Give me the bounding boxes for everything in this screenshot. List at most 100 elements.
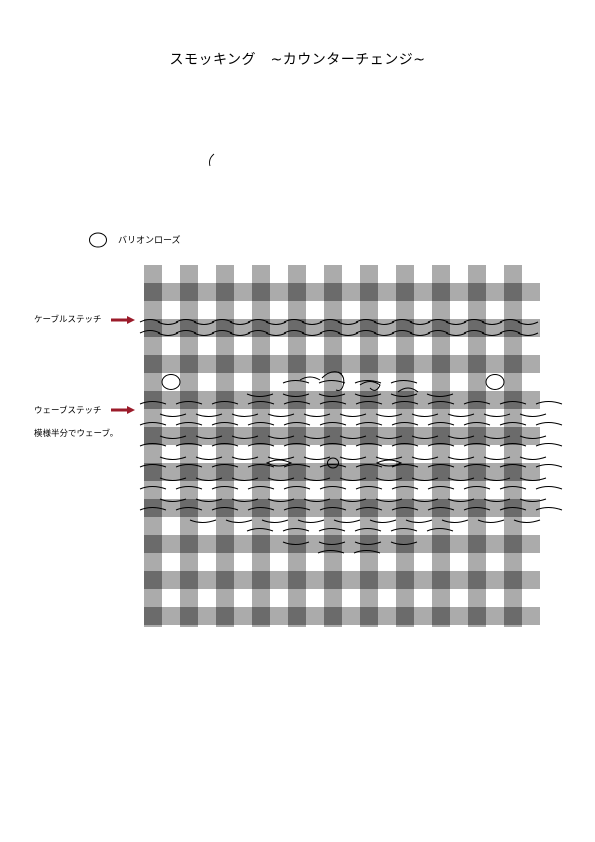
stripe-intersection xyxy=(216,283,234,301)
wave-stitch xyxy=(247,443,275,447)
stripe-intersection xyxy=(144,391,162,409)
wave-stitch xyxy=(390,541,418,545)
wave-stitch xyxy=(139,464,167,468)
bullion-rose-left xyxy=(161,374,181,390)
cable-stitch xyxy=(499,319,521,323)
cable-stitch xyxy=(517,321,539,325)
wave-stitch xyxy=(211,422,239,426)
stripe-intersection xyxy=(324,355,342,373)
wave-stitch xyxy=(519,413,547,417)
wave-stitch xyxy=(426,393,454,397)
stripe-intersection xyxy=(360,355,378,373)
stripe-intersection xyxy=(288,427,306,445)
wave-stitch xyxy=(231,435,259,439)
cable-stitch xyxy=(499,330,521,334)
legend-bullion-rose-icon xyxy=(89,232,107,248)
stripe-intersection xyxy=(504,463,522,481)
cable-stitch xyxy=(247,319,269,323)
wave-stitch xyxy=(318,528,346,532)
stripe-intersection xyxy=(360,283,378,301)
wave-stitch xyxy=(319,486,347,490)
wave-stitch xyxy=(535,443,563,447)
wave-stitch xyxy=(211,486,239,490)
wave-stitch xyxy=(339,477,367,481)
stripe-intersection xyxy=(324,283,342,301)
wave-stitch xyxy=(246,528,274,532)
wave-stitch xyxy=(535,486,563,490)
wave-stitch xyxy=(319,443,347,447)
cable-stitch xyxy=(409,321,431,325)
wave-stitch xyxy=(282,393,310,397)
cable-stitch xyxy=(337,332,359,336)
wave-stitch xyxy=(195,456,223,460)
cable-stitch xyxy=(373,321,395,325)
stripe-intersection xyxy=(252,463,270,481)
wave-stitch xyxy=(391,486,419,490)
wave-stitch xyxy=(283,422,311,426)
cable-stitch xyxy=(463,319,485,323)
wave-stitch xyxy=(139,401,167,405)
wave-stitch xyxy=(303,413,331,417)
wave-stitch xyxy=(175,401,203,405)
wave-stitch xyxy=(333,519,361,523)
wave-stitch xyxy=(303,456,331,460)
wave-stitch xyxy=(354,528,382,532)
wave-stitch xyxy=(303,435,331,439)
wave-stitch xyxy=(318,380,346,384)
stripe-intersection xyxy=(360,571,378,589)
stripe-intersection xyxy=(468,283,486,301)
stripe-intersection xyxy=(216,535,234,553)
stripe-intersection xyxy=(252,427,270,445)
stripe-intersection xyxy=(396,607,414,625)
stripe-intersection xyxy=(180,571,198,589)
wave-stitch xyxy=(447,456,475,460)
stripe-intersection xyxy=(504,607,522,625)
stripe-intersection xyxy=(180,391,198,409)
stripe-intersection xyxy=(396,391,414,409)
wave-stitch xyxy=(390,528,418,532)
wave-stitch xyxy=(355,486,383,490)
wave-stitch xyxy=(159,435,187,439)
cable-stitch xyxy=(481,321,503,325)
wave-stitch xyxy=(267,477,295,481)
wave-stitch xyxy=(463,443,491,447)
stripe-intersection xyxy=(396,571,414,589)
stripe-intersection xyxy=(396,355,414,373)
cable-stitch xyxy=(283,319,305,323)
wave-stitch xyxy=(303,477,331,481)
stripe-intersection xyxy=(432,391,450,409)
wave-stitch xyxy=(391,443,419,447)
cable-stitch xyxy=(319,319,341,323)
wave-stitch xyxy=(483,413,511,417)
cable-stitch xyxy=(157,321,179,325)
stripe-intersection xyxy=(324,427,342,445)
wave-stitch-note: 模様半分でウェーブ。 xyxy=(34,429,119,439)
stripe-intersection xyxy=(252,391,270,409)
stripe-intersection xyxy=(180,535,198,553)
wave-stitch xyxy=(195,435,223,439)
cable-stitch xyxy=(139,330,161,334)
cable-stitch-arrow xyxy=(111,316,135,324)
wave-stitch xyxy=(463,486,491,490)
stray-arc-mark xyxy=(209,153,215,167)
wave-stitch xyxy=(247,464,275,468)
wave-stitch xyxy=(375,477,403,481)
wave-stitch xyxy=(499,422,527,426)
wave-stitch xyxy=(513,519,541,523)
wave-stitch xyxy=(463,464,491,468)
wave-stitch xyxy=(375,498,403,502)
stripe-intersection xyxy=(468,607,486,625)
wave-stitch xyxy=(426,528,454,532)
wave-stitch xyxy=(411,435,439,439)
wave-stitch xyxy=(355,401,383,405)
wave-stitch xyxy=(355,507,383,511)
stripe-intersection xyxy=(468,535,486,553)
wave-stitch xyxy=(519,435,547,439)
wave-stitch xyxy=(354,393,382,397)
stripe-intersection xyxy=(252,355,270,373)
wave-stitch xyxy=(353,550,381,554)
stripe-intersection xyxy=(288,391,306,409)
cable-stitch xyxy=(265,332,287,336)
stripe-intersection xyxy=(504,427,522,445)
